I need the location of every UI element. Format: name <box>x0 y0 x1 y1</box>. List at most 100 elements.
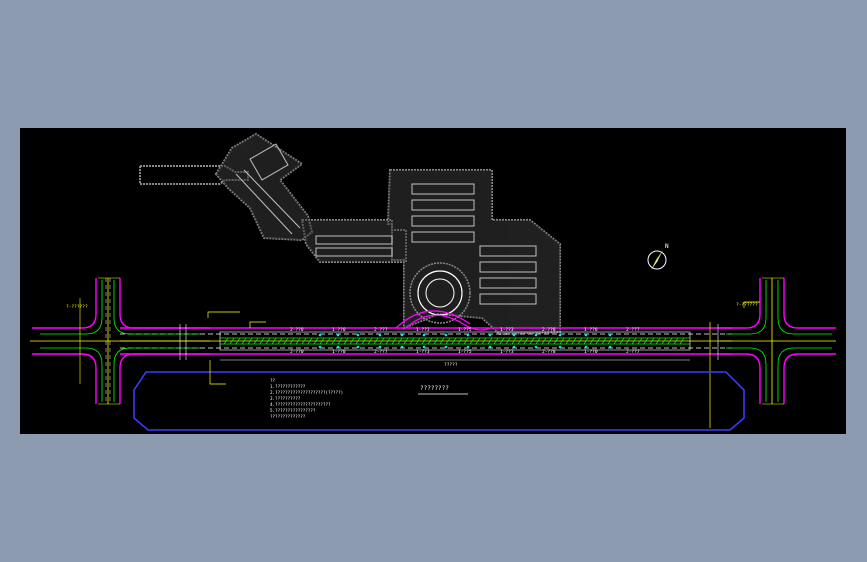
hatch-stroke <box>589 337 595 345</box>
hatch-stroke <box>397 337 403 345</box>
cad-drawing: 2-??0 2-??0 1-??0 1-??0 2-??7 2-??7 1-??3 1-??3… <box>30 132 836 431</box>
station-labels: 2-??0 2-??0 1-??0 1-??0 2-??7 2-??7 1-??3 1-??3… <box>290 327 640 355</box>
hatch-stroke <box>271 337 277 345</box>
cyan-marker <box>558 333 562 337</box>
hatch-stroke <box>259 337 265 345</box>
cyan-marker <box>466 345 470 349</box>
hatch-stroke <box>241 337 247 345</box>
station-label: 1-??5 <box>458 349 472 355</box>
station-label: 1-??0 <box>584 327 598 333</box>
building-interior <box>235 143 537 305</box>
hatch-stroke <box>361 337 367 345</box>
note-line: 1.???????????? <box>270 384 306 389</box>
hatch-stroke <box>571 337 577 345</box>
cyan-marker <box>488 345 492 349</box>
hatch-stroke <box>229 337 235 345</box>
hatch-stroke <box>583 337 589 345</box>
cyan-marker <box>356 333 360 337</box>
station-label: 2-??0 <box>290 327 304 333</box>
hatch-stroke <box>457 337 463 345</box>
compass-north-label: N <box>665 243 669 250</box>
hatch-stroke <box>301 337 307 345</box>
hatch-stroke <box>331 337 337 345</box>
hatch-stroke <box>355 337 361 345</box>
cyan-marker <box>608 333 612 337</box>
right-callout-label: ?-?????? <box>736 302 758 308</box>
cyan-marker <box>318 345 322 349</box>
hatch-stroke <box>655 337 661 345</box>
station-label: 1-??0 <box>332 349 346 355</box>
hatch-stroke <box>559 337 565 345</box>
station-label: 1-??3 <box>500 349 514 355</box>
station-label: 1-??5 <box>458 327 472 333</box>
dimension-text: ????? <box>444 362 458 368</box>
hatch-stroke <box>481 337 487 345</box>
hatch-stroke <box>535 337 541 345</box>
hatch-stroke <box>337 337 343 345</box>
hatch-stroke <box>601 337 607 345</box>
cyan-marker <box>378 345 382 349</box>
hatch-stroke <box>319 337 325 345</box>
station-label: 1-??0 <box>332 327 346 333</box>
hatch-stroke <box>253 337 259 345</box>
hatch-stroke <box>487 337 493 345</box>
hatch-stroke <box>247 337 253 345</box>
cyan-marker <box>512 345 516 349</box>
station-label: 2-??0 <box>290 349 304 355</box>
hatch-stroke <box>673 337 679 345</box>
note-line: 2.????????????????????(?????) <box>270 390 343 395</box>
hatch-stroke <box>343 337 349 345</box>
cad-viewport[interactable]: 2-??0 2-??0 1-??0 1-??0 2-??7 2-??7 1-??3 1-??3… <box>20 128 846 434</box>
hatch-stroke <box>307 337 313 345</box>
hatch-stroke <box>595 337 601 345</box>
diagonal-wing <box>214 132 314 242</box>
cyan-marker <box>356 345 360 349</box>
hatch-stroke <box>427 337 433 345</box>
hatch-stroke <box>235 337 241 345</box>
hatch-stroke <box>373 337 379 345</box>
hatch-stroke <box>391 337 397 345</box>
cyan-marker <box>488 333 492 337</box>
station-label: 1-??3 <box>416 327 430 333</box>
left-callout-label: ?-?????? <box>66 304 88 310</box>
hatch-stroke <box>313 337 319 345</box>
hatch-stroke <box>463 337 469 345</box>
hatch-stroke <box>499 337 505 345</box>
plaza-entry-arcs <box>395 310 491 331</box>
station-label: 2-??7 <box>374 327 388 333</box>
hatch-stroke <box>511 337 517 345</box>
cyan-marker <box>466 333 470 337</box>
building-fill <box>216 134 560 334</box>
hatch-stroke <box>625 337 631 345</box>
hatch-stroke <box>433 337 439 345</box>
note-line: 5.???????????????? <box>270 408 316 413</box>
median-hatching <box>223 337 685 345</box>
note-line: 3.?????????? <box>270 396 301 401</box>
hatch-stroke <box>295 337 301 345</box>
hatch-stroke <box>565 337 571 345</box>
cyan-marker <box>318 333 322 337</box>
hatch-stroke <box>283 337 289 345</box>
hatch-stroke <box>661 337 667 345</box>
hatch-stroke <box>613 337 619 345</box>
hatch-stroke <box>277 337 283 345</box>
hatch-stroke <box>517 337 523 345</box>
hatch-stroke <box>637 337 643 345</box>
station-label: 1-??3 <box>500 327 514 333</box>
compass-icon: N <box>647 243 669 270</box>
cyan-marker <box>444 333 448 337</box>
hatch-stroke <box>607 337 613 345</box>
station-label: 2-??7 <box>374 349 388 355</box>
cyan-marker <box>400 333 404 337</box>
hatch-stroke <box>415 337 421 345</box>
cyan-marker <box>444 345 448 349</box>
callouts <box>207 301 760 385</box>
hatch-stroke <box>475 337 481 345</box>
station-label: 1-??0 <box>584 349 598 355</box>
hatch-stroke <box>619 337 625 345</box>
cyan-marker <box>400 345 404 349</box>
hatch-stroke <box>325 337 331 345</box>
station-label: 2-??7 <box>626 327 640 333</box>
drawing-title: ???????? <box>420 385 449 392</box>
station-label: 2-??8 <box>542 349 556 355</box>
